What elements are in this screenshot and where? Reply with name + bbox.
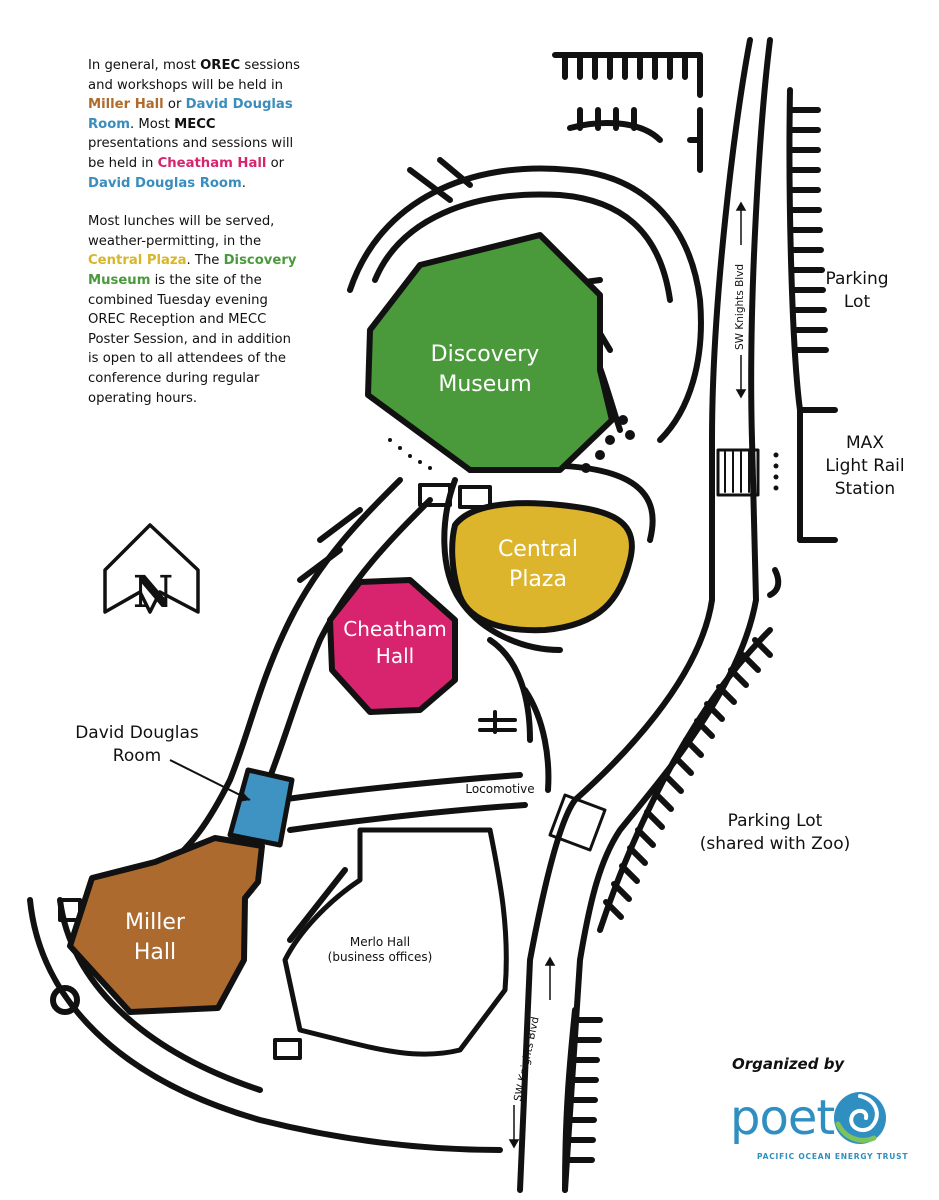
- dotted-markers: [388, 415, 779, 491]
- merlo-hall-label: Merlo Hall (business offices): [327, 935, 433, 964]
- north-loop-road: [347, 165, 704, 443]
- cheatham-hall-mention: Cheatham Hall: [157, 155, 267, 171]
- crosswalk-north: [716, 448, 760, 497]
- david-douglas-mention: David Douglas Room: [88, 97, 293, 132]
- roundabout: [50, 985, 80, 1015]
- intro-text: In general, most OREC sessions and works…: [88, 56, 303, 427]
- east-parking-edge: [786, 87, 803, 543]
- cheatham-hall-label: Cheatham Hall: [343, 617, 447, 668]
- david-douglas-mention-2: David Douglas Room: [88, 175, 242, 191]
- miller-hall-label: Miller Hall: [125, 910, 185, 965]
- north-compass: [103, 523, 200, 614]
- central-plaza-area: [449, 500, 635, 634]
- central-plaza-mention: Central Plaza: [88, 253, 187, 269]
- knights-blvd-west-edge: [517, 37, 753, 1193]
- organized-by-label: Organized by: [732, 1055, 845, 1073]
- intro-paragraph-lunch: Most lunches will be served, weather-per…: [88, 214, 297, 406]
- crosswalk-south: [548, 793, 607, 852]
- poet-logo-subtitle: PACIFIC OCEAN ENERGY TRUST: [757, 1152, 909, 1161]
- david-douglas-room-label: David Douglas Room: [75, 723, 199, 766]
- intro-paragraph-sessions: In general, most OREC sessions and works…: [88, 58, 301, 191]
- david-douglas-pointer: [169, 759, 251, 801]
- compass-letter: N: [133, 567, 173, 618]
- miller-hall-building: [67, 835, 265, 1015]
- david-douglas-room-building: [227, 767, 295, 848]
- discovery-museum-building: [365, 232, 615, 473]
- mecc-term: MECC: [174, 116, 216, 132]
- central-plaza-label: Central Plaza: [497, 537, 579, 592]
- parking-lot-zoo-label: Parking Lot (shared with Zoo): [699, 811, 851, 854]
- knights-blvd-east-edge: [562, 37, 773, 1193]
- locomotive-glyph: [478, 710, 517, 734]
- small-building-south: [273, 1038, 302, 1060]
- parking-lot-label: Parking Lot: [825, 269, 889, 312]
- top-parking-edge: [552, 52, 703, 98]
- locomotive-label: Locomotive: [465, 782, 535, 796]
- merlo-hall-outline: [282, 827, 509, 1057]
- orec-term: OREC: [200, 58, 241, 73]
- cheatham-hall-building: [327, 577, 458, 715]
- south-loop-road: [27, 897, 503, 1153]
- road-label-north: SW Knights Blvd: [734, 263, 746, 350]
- discovery-museum-label: Discovery Museum: [430, 342, 540, 397]
- max-station-label: MAX Light Rail Station: [825, 433, 905, 499]
- poet-logo-word: poet: [730, 1090, 835, 1146]
- west-path: [157, 477, 403, 873]
- discovery-museum-mention: Discovery Museum: [88, 253, 297, 288]
- miller-hall-mention: Miller Hall: [88, 97, 164, 113]
- poet-logo-swirl: [834, 1092, 886, 1144]
